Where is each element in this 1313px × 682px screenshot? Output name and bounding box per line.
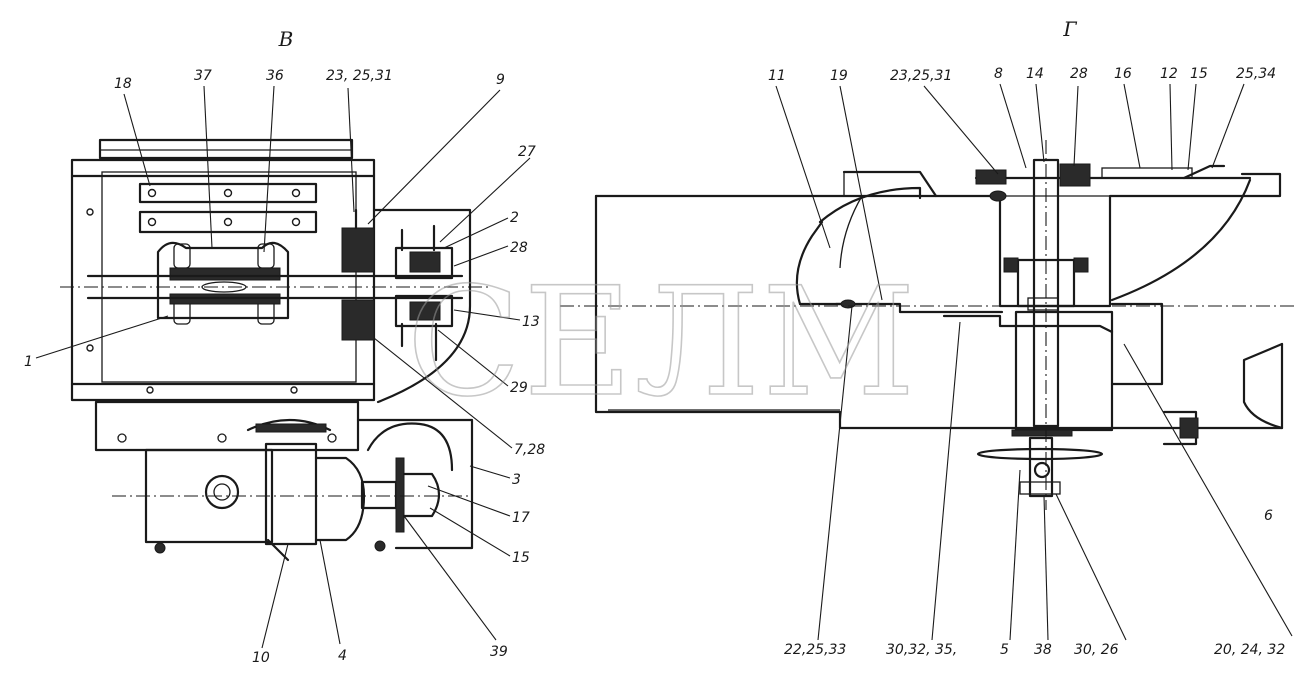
- left-callouts: 18 37 36 23, 25,31 9 27 2 28 13 29 7,28 …: [24, 68, 545, 666]
- callout-right-19: 19: [830, 68, 848, 84]
- callout-right-30-32-35: 30,32, 35,: [886, 642, 957, 658]
- left-leader-lines: [35, 85, 531, 649]
- callout-right-20-24-32: 20, 24, 32: [1214, 642, 1285, 658]
- right-callouts: 11 19 23,25,31 8 14 28 16 12 15 25,34 6 …: [768, 66, 1285, 658]
- callout-left-36: 36: [266, 68, 284, 84]
- clamp-plates: [138, 182, 318, 234]
- callout-left-1: 1: [24, 354, 33, 370]
- callout-left-9: 9: [496, 72, 505, 88]
- main-shaft: [60, 274, 490, 300]
- watermark-text: СЕЛМ: [406, 256, 917, 430]
- callout-right-30-26: 30, 26: [1074, 642, 1119, 658]
- coupling-assembly: [341, 208, 454, 362]
- bearing-housing: [156, 241, 290, 325]
- callout-right-6: 6: [1264, 508, 1273, 524]
- side-bolts: [834, 299, 1199, 446]
- callout-left-13: 13: [522, 314, 540, 330]
- base-block: [94, 400, 474, 550]
- callout-right-8: 8: [994, 66, 1003, 82]
- left-view-title: В: [278, 27, 294, 51]
- callout-right-5: 5: [1000, 642, 1009, 658]
- gearbox-motor: [112, 442, 470, 562]
- callout-left-4: 4: [338, 648, 347, 664]
- callout-right-25-34: 25,34: [1236, 66, 1276, 82]
- right-leader-lines: [775, 83, 1293, 641]
- top-plate: [98, 138, 354, 160]
- callout-left-10: 10: [252, 650, 270, 666]
- right-view-title: Г: [1062, 17, 1077, 41]
- side-bracket: [372, 208, 472, 404]
- callout-left-29: 29: [510, 380, 528, 396]
- callout-right-16: 16: [1114, 66, 1132, 82]
- callout-left-23-25-31: 23, 25,31: [326, 68, 393, 84]
- callout-right-12: 12: [1160, 66, 1178, 82]
- callout-left-3: 3: [512, 472, 521, 488]
- callout-left-18: 18: [114, 76, 132, 92]
- callout-left-15: 15: [512, 550, 530, 566]
- callout-right-14: 14: [1026, 66, 1044, 82]
- callout-left-7-28: 7,28: [514, 442, 545, 458]
- callout-right-22-25-33: 22,25,33: [784, 642, 846, 658]
- callout-left-39: 39: [490, 644, 508, 660]
- left-view: В: [24, 27, 545, 666]
- callout-right-23-25-31: 23,25,31: [890, 68, 952, 84]
- top-cover: [974, 163, 1252, 202]
- callout-left-17: 17: [512, 510, 530, 526]
- right-view: Г: [560, 17, 1296, 658]
- callout-right-11: 11: [768, 68, 786, 84]
- callout-left-28: 28: [510, 240, 528, 256]
- callout-right-38: 38: [1034, 642, 1052, 658]
- callout-right-28: 28: [1070, 66, 1088, 82]
- callout-left-27: 27: [518, 144, 536, 160]
- callout-right-15: 15: [1190, 66, 1208, 82]
- callout-left-2: 2: [510, 210, 519, 226]
- callout-left-37: 37: [194, 68, 212, 84]
